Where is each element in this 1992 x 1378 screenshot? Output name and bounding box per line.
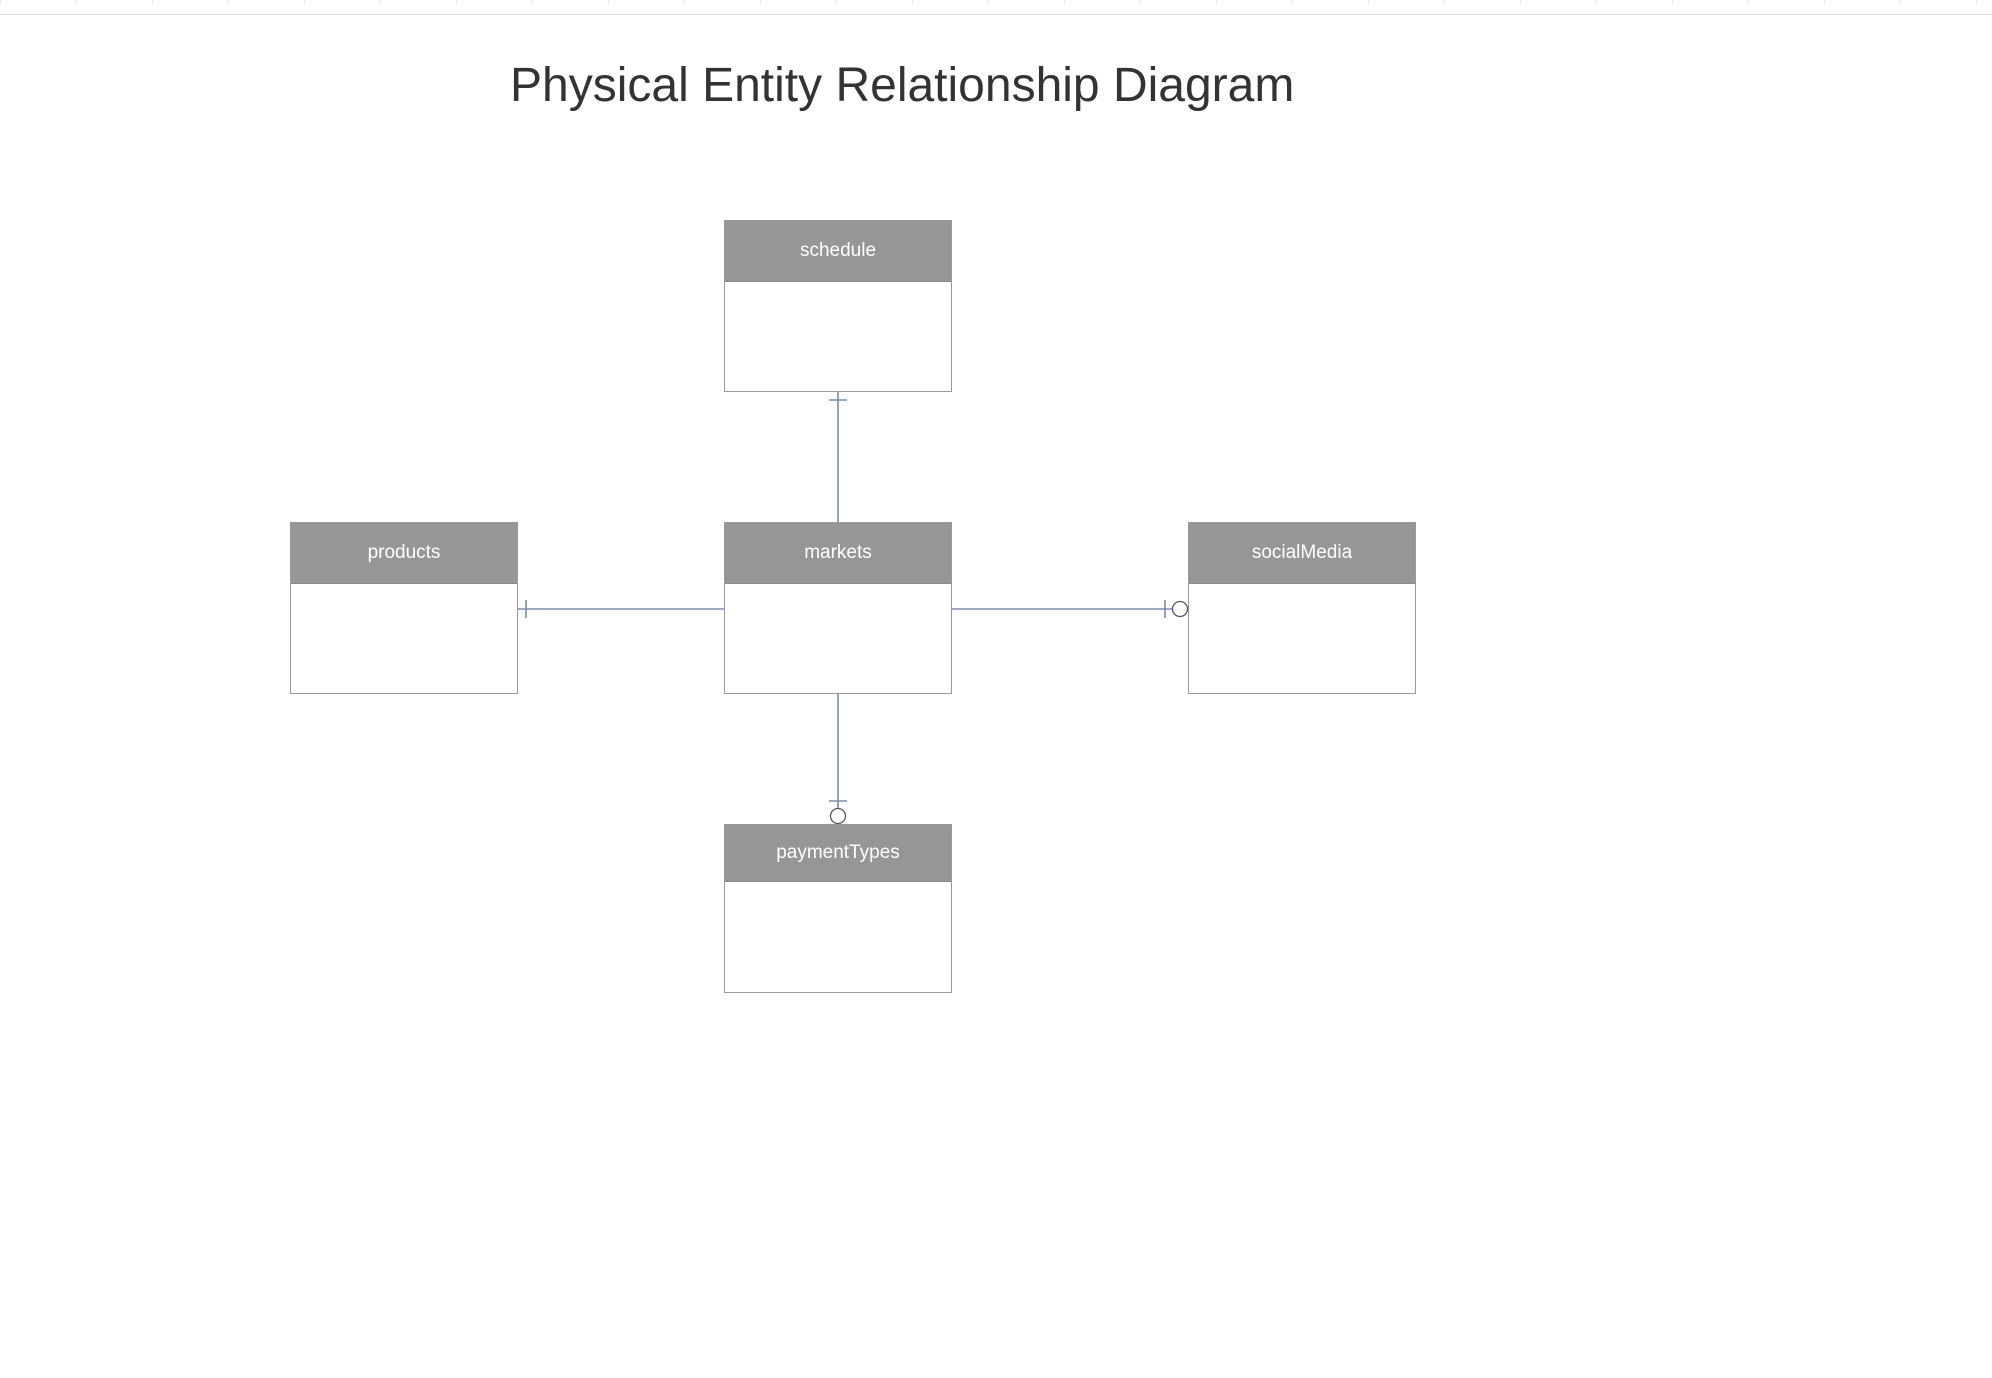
entity-header-schedule: schedule — [725, 221, 951, 282]
page-title: Physical Entity Relationship Diagram — [510, 59, 1295, 112]
zero-marker — [829, 807, 847, 825]
relationship-markets-paymenttypes[interactable] — [829, 694, 847, 825]
entity-schedule[interactable]: schedule — [724, 220, 952, 392]
relationship-markets-schedule[interactable] — [829, 392, 847, 522]
zero-marker — [1171, 600, 1189, 618]
top-ruler — [0, 0, 1992, 15]
entity-header-products: products — [291, 523, 517, 584]
entity-header-markets: markets — [725, 523, 951, 584]
entity-paymenttypes[interactable]: paymentTypes — [724, 824, 952, 993]
relationship-markets-socialmedia[interactable] — [952, 600, 1189, 618]
entity-products[interactable]: products — [290, 522, 518, 694]
entity-header-paymenttypes: paymentTypes — [725, 825, 951, 882]
entity-header-socialmedia: socialMedia — [1189, 523, 1415, 584]
entity-socialmedia[interactable]: socialMedia — [1188, 522, 1416, 694]
relationship-markets-products[interactable] — [518, 600, 724, 618]
entity-markets[interactable]: markets — [724, 522, 952, 694]
